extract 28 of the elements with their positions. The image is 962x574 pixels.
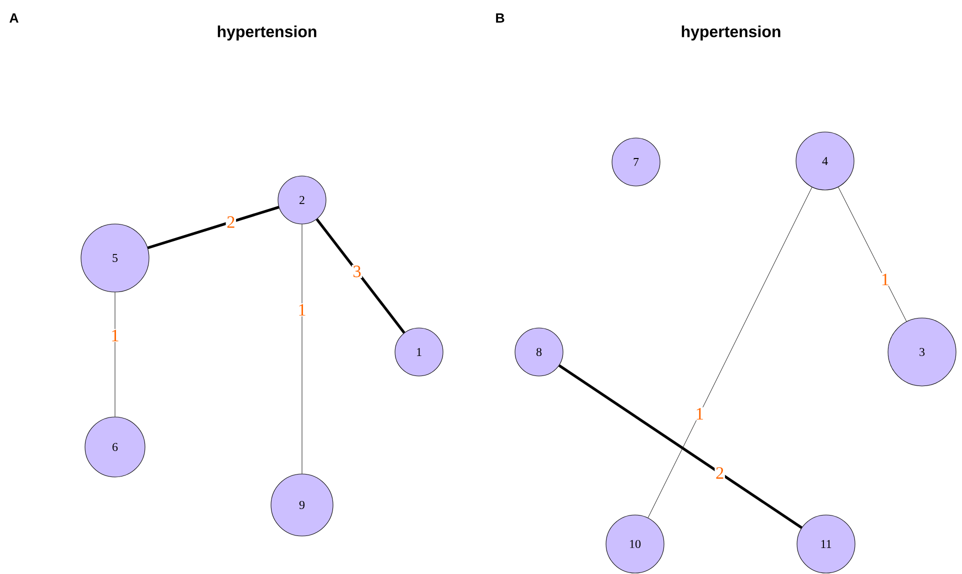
graph-node: 3 [888, 318, 956, 386]
edge-label: 3 [352, 264, 362, 278]
panel-title: hypertension [682, 26, 780, 40]
graph-node: 6 [84, 416, 146, 478]
edge-line [838, 186, 907, 322]
edge-line [558, 364, 802, 529]
graph-node: 7 [612, 138, 660, 186]
edge-line [147, 206, 280, 250]
graph-node: 5 [80, 224, 150, 292]
edge-line [316, 218, 406, 334]
edge-label: 1 [296, 303, 308, 316]
panel-title: hypertension [218, 26, 316, 40]
graph-node: 8 [514, 328, 564, 376]
panel-letter: B [496, 13, 504, 23]
edge-label: 1 [110, 328, 120, 342]
panel-letter: A [10, 13, 18, 23]
graph-node: 11 [796, 514, 856, 574]
edge-line [648, 186, 812, 518]
graph-node: 4 [796, 132, 854, 190]
graph-node: 10 [606, 514, 664, 574]
edge-label: 1 [694, 407, 705, 420]
edge-line [114, 292, 116, 417]
edge-label: 2 [226, 216, 236, 229]
graph-node: 2 [278, 176, 326, 224]
graph-node: 9 [270, 474, 334, 536]
graph-node: 1 [394, 328, 444, 376]
edge-label: 1 [880, 272, 890, 286]
edge-label: 2 [714, 466, 725, 480]
